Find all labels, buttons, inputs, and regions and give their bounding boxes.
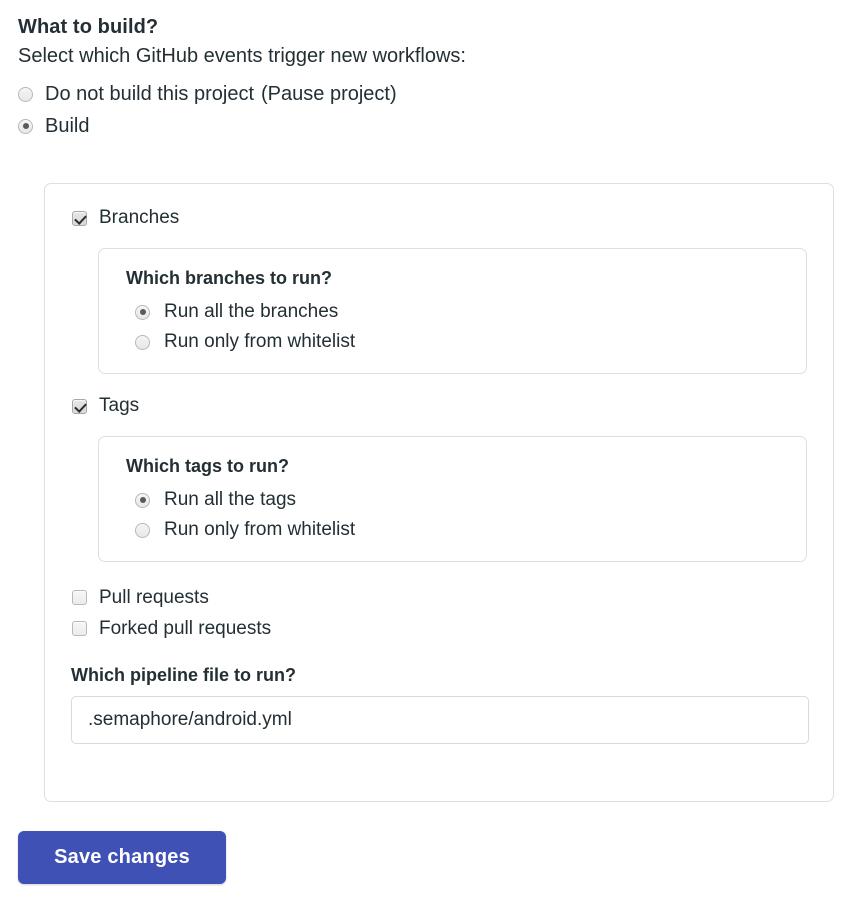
- radio-option-branches-whitelist[interactable]: Run only from whitelist: [126, 327, 806, 357]
- checkbox-row-forked-pull-requests[interactable]: Forked pull requests: [45, 613, 833, 644]
- radio-option-run-all-tags[interactable]: Run all the tags: [126, 485, 806, 515]
- checkbox-icon-tags[interactable]: [72, 398, 87, 414]
- pipeline-file-input[interactable]: [71, 696, 809, 744]
- radio-label-do-not-build: Do not build this project: [45, 83, 255, 105]
- checkbox-label-forked-pull-requests: Forked pull requests: [99, 617, 272, 639]
- radio-label-run-all-tags: Run all the tags: [164, 489, 297, 510]
- radio-option-tags-whitelist[interactable]: Run only from whitelist: [126, 515, 806, 545]
- pull-requests-group: Pull requests Forked pull requests: [45, 582, 833, 644]
- page-subtitle: Select which GitHub events trigger new w…: [18, 45, 466, 67]
- radio-option-run-all-branches[interactable]: Run all the branches: [126, 297, 806, 327]
- branches-panel-title: Which branches to run?: [126, 268, 333, 288]
- radio-icon-do-not-build[interactable]: [18, 86, 33, 102]
- build-configuration-card: Branches Which branches to run? Run all …: [44, 183, 834, 802]
- tags-panel: Which tags to run? Run all the tags Run …: [98, 436, 807, 562]
- checkbox-label-pull-requests: Pull requests: [99, 586, 209, 608]
- radio-label-build: Build: [45, 115, 90, 137]
- tags-panel-title: Which tags to run?: [126, 456, 289, 476]
- save-changes-button[interactable]: Save changes: [18, 831, 226, 884]
- checkbox-row-pull-requests[interactable]: Pull requests: [45, 582, 833, 613]
- branches-panel: Which branches to run? Run all the branc…: [98, 248, 807, 374]
- pause-project-note: (Pause project): [261, 83, 397, 105]
- radio-icon-tags-whitelist[interactable]: [135, 522, 150, 538]
- checkbox-icon-forked-pull-requests[interactable]: [72, 621, 87, 636]
- radio-label-tags-whitelist: Run only from whitelist: [164, 519, 356, 540]
- checkbox-label-tags: Tags: [99, 395, 140, 416]
- radio-option-do-not-build[interactable]: Do not build this project (Pause project…: [18, 78, 868, 110]
- radio-icon-build[interactable]: [18, 118, 33, 134]
- checkbox-icon-pull-requests[interactable]: [72, 590, 87, 605]
- radio-icon-run-all-tags[interactable]: [135, 492, 150, 508]
- radio-label-branches-whitelist: Run only from whitelist: [164, 331, 356, 352]
- radio-label-run-all-branches: Run all the branches: [164, 301, 339, 322]
- radio-icon-run-all-branches[interactable]: [135, 304, 150, 320]
- radio-option-build[interactable]: Build: [18, 110, 868, 142]
- pipeline-file-label: Which pipeline file to run?: [71, 665, 296, 685]
- checkbox-label-branches: Branches: [99, 207, 180, 228]
- checkbox-icon-branches[interactable]: [72, 210, 87, 226]
- checkbox-row-tags[interactable]: Tags: [45, 391, 833, 421]
- checkbox-row-branches[interactable]: Branches: [45, 203, 833, 233]
- radio-icon-branches-whitelist[interactable]: [135, 334, 150, 350]
- page-title: What to build?: [18, 16, 159, 38]
